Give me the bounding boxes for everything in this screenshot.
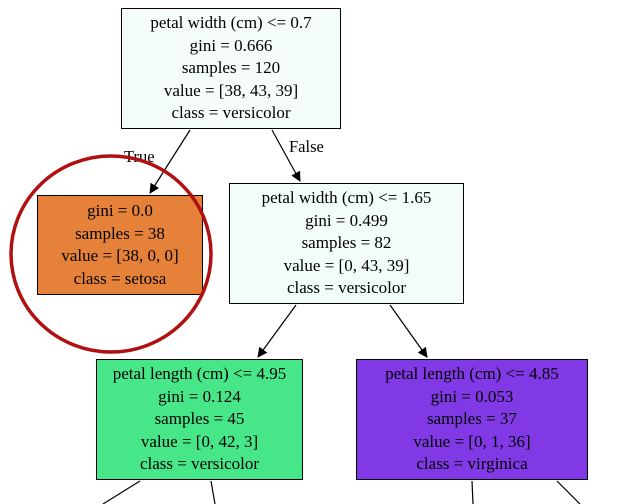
node-line: samples = 38 [75, 223, 165, 243]
node-line: samples = 82 [301, 233, 392, 253]
node-line: class = virginica [416, 454, 528, 474]
node-line: value = [38, 43, 39] [163, 80, 299, 100]
tree-node-root: petal width (cm) <= 0.7 gini = 0.666 sam… [121, 8, 341, 129]
node-line: samples = 45 [154, 409, 245, 429]
node-line: samples = 120 [181, 58, 281, 78]
edge-n4-down-right [556, 480, 581, 504]
node-line: petal width (cm) <= 1.65 [261, 188, 432, 208]
node-line: gini = 0.124 [158, 386, 241, 406]
edge-root-to-setosa [149, 129, 191, 194]
node-line: value = [0, 1, 36] [413, 431, 531, 451]
node-line: class = setosa [73, 268, 167, 288]
edge-label-true: True [124, 147, 155, 166]
node-line: class = versicolor [139, 454, 260, 474]
node-line: samples = 37 [427, 409, 517, 429]
node-line: value = [0, 42, 3] [140, 431, 259, 451]
node-line: gini = 0.666 [189, 35, 273, 55]
node-line: class = versicolor [286, 278, 407, 298]
node-line: gini = 0.499 [305, 210, 388, 230]
node-line: value = [38, 0, 0] [61, 246, 179, 265]
node-line: value = [0, 43, 39] [283, 255, 410, 275]
tree-node-versicolor-split: petal length (cm) <= 4.95 gini = 0.124 s… [96, 359, 303, 480]
edge-n4-down-left [471, 480, 474, 504]
edge-root-to-right [271, 129, 301, 182]
tree-node-virginica-split: petal length (cm) <= 4.85 gini = 0.053 s… [356, 359, 588, 480]
node-line: gini = 0.0 [87, 201, 153, 220]
edge-label-false: False [289, 137, 324, 156]
edge-right-to-right-child [389, 304, 428, 358]
node-line: petal length (cm) <= 4.95 [112, 364, 287, 384]
tree-node-right-split: petal width (cm) <= 1.65 gini = 0.499 sa… [229, 183, 464, 304]
edge-n3-down-right [210, 480, 216, 504]
edge-right-to-left-child [257, 304, 297, 358]
node-line: petal width (cm) <= 0.7 [150, 13, 312, 33]
edge-n3-down-left [102, 480, 141, 504]
node-line: class = versicolor [171, 103, 291, 123]
node-line: gini = 0.053 [430, 386, 514, 406]
node-line: petal length (cm) <= 4.85 [385, 364, 559, 384]
tree-node-setosa-leaf: gini = 0.0 samples = 38 value = [38, 0, … [37, 195, 203, 295]
